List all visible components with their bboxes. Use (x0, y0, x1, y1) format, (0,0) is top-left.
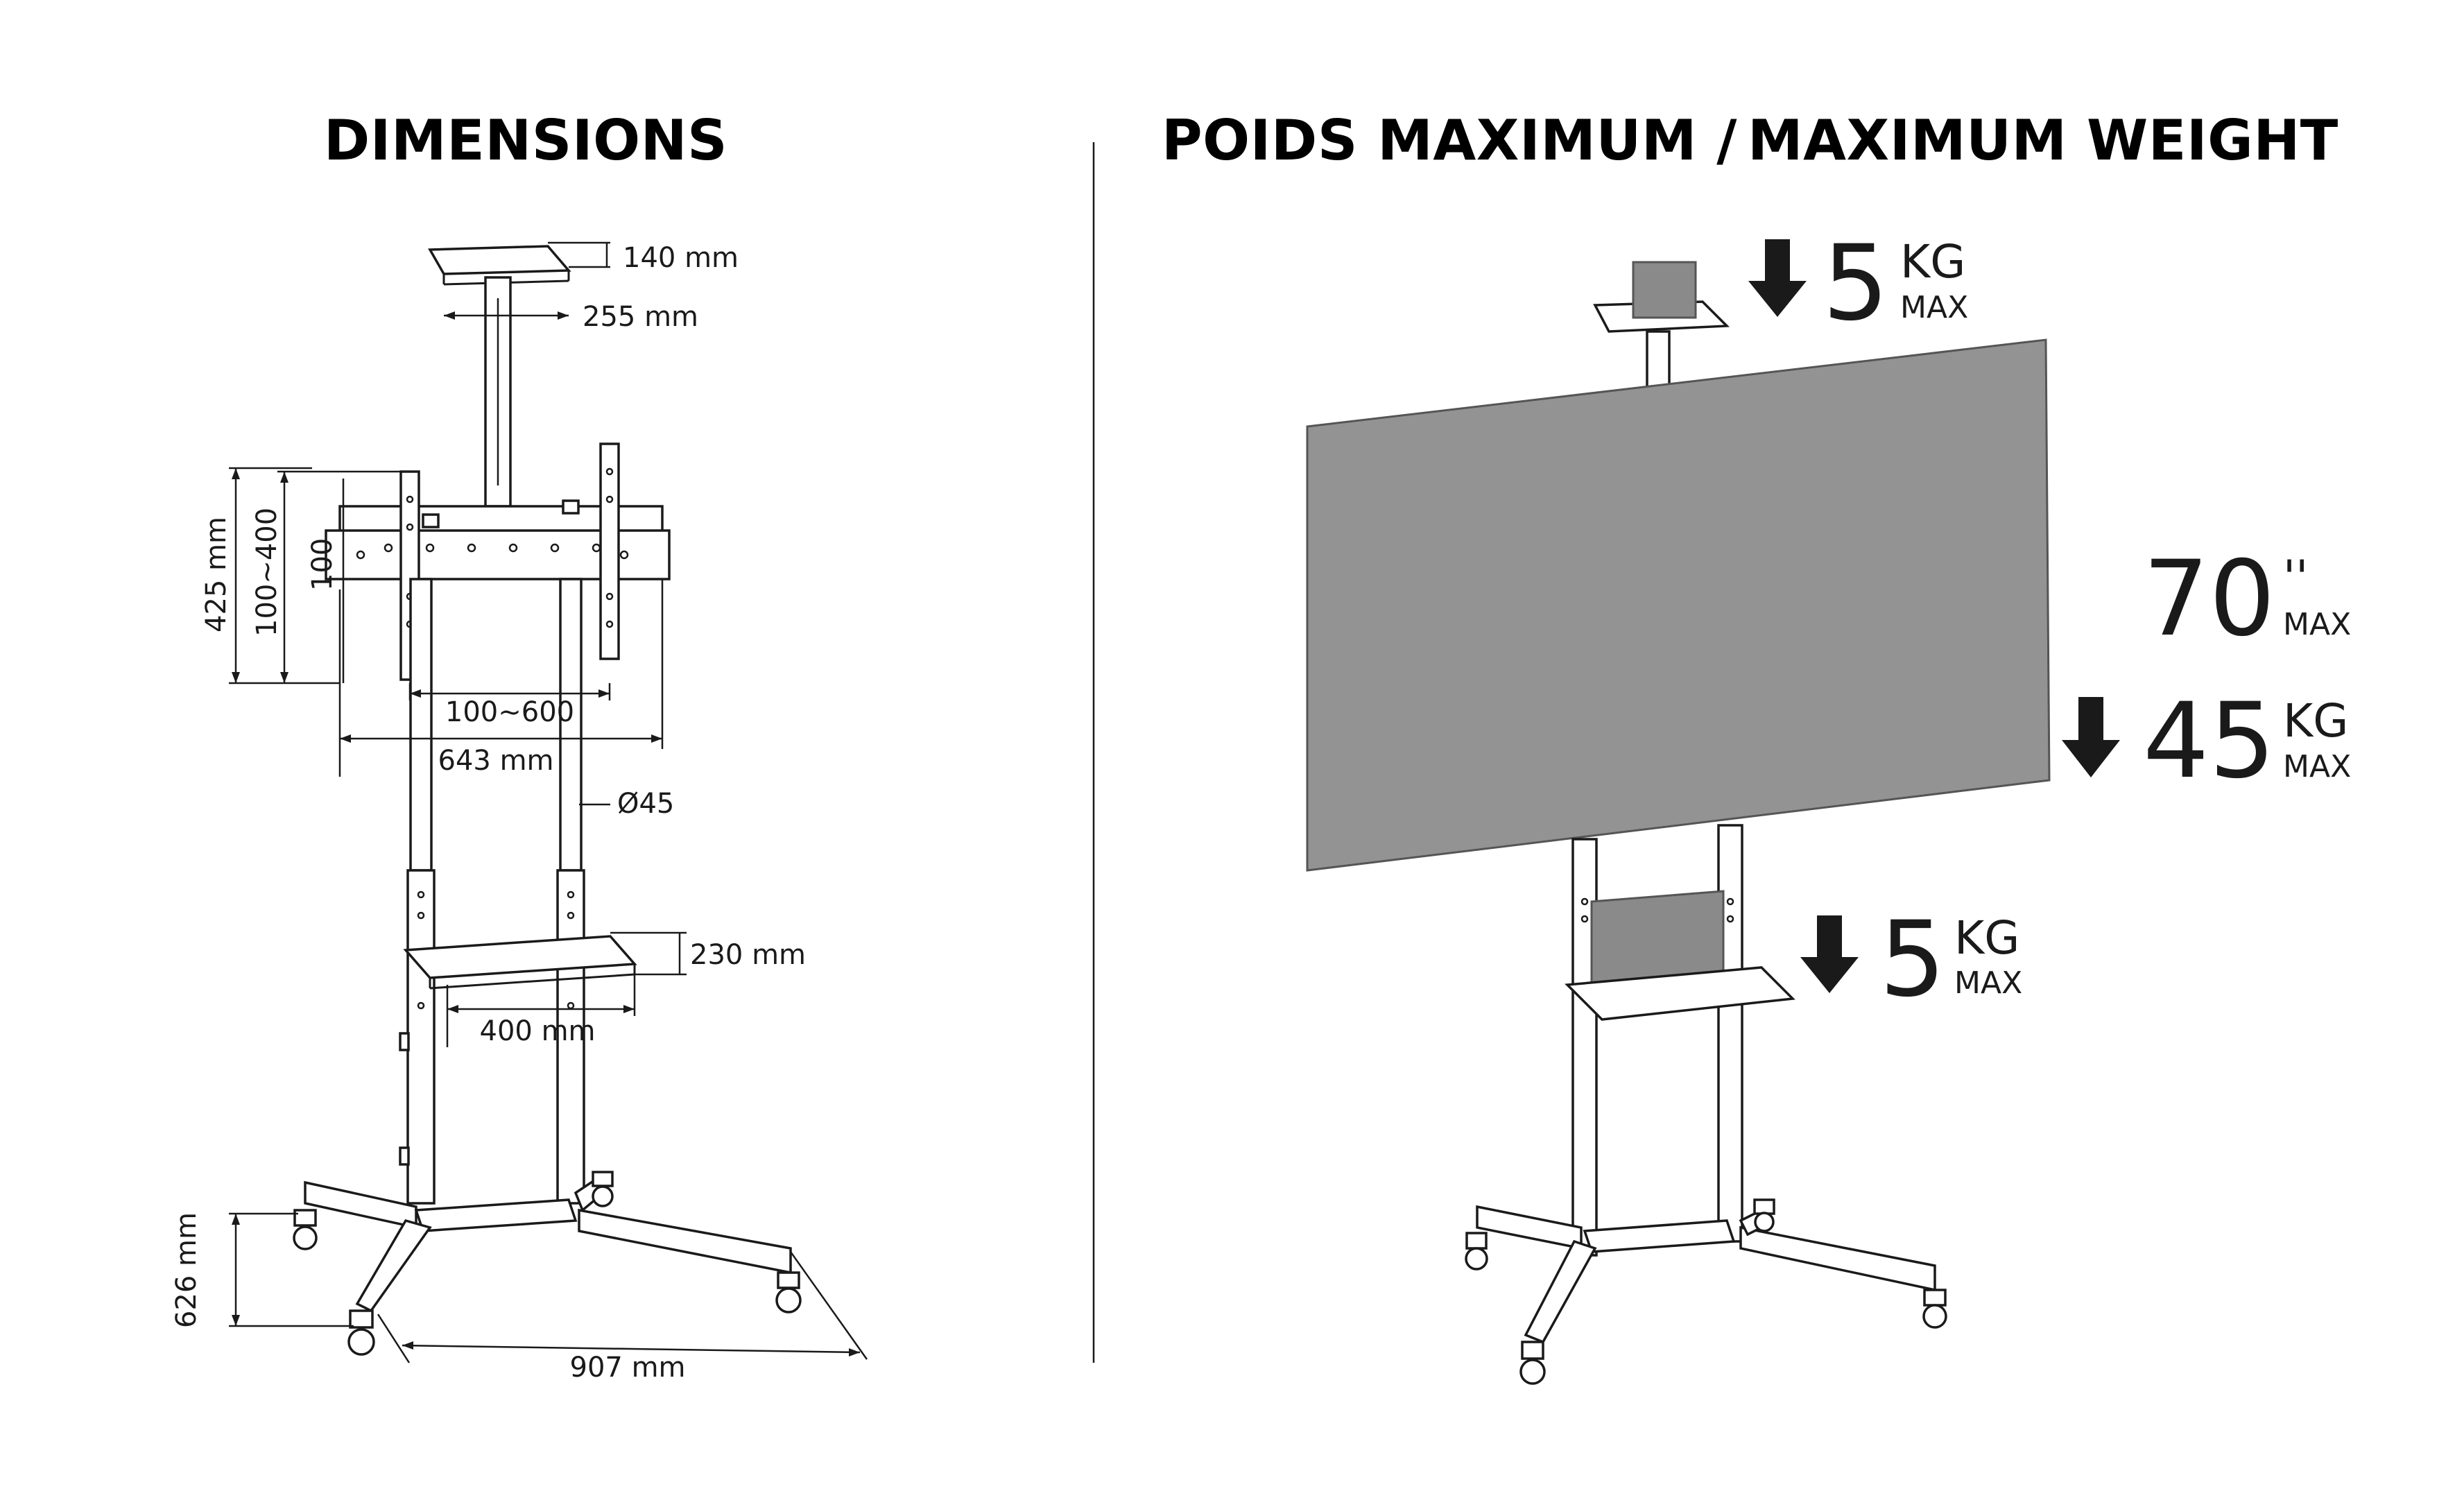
shelf-weight-max: MAX (1954, 965, 2022, 1001)
screen-weight-unit: KG (2283, 694, 2348, 748)
caster-wheels (293, 1171, 802, 1356)
top-weight-max: MAX (1900, 290, 1968, 325)
base-crossbar (414, 1198, 578, 1232)
shelf-weight-unit: KG (1954, 911, 2019, 965)
down-arrow-icon (1800, 915, 1859, 993)
base-leg-rear-left (304, 1180, 417, 1230)
screen-weight-value: 45 (2143, 681, 2275, 802)
top-device-box (1632, 261, 1697, 319)
label-bracket-width: 643 mm (438, 745, 554, 777)
label-top-shelf-width: 255 mm (583, 301, 698, 333)
label-shelf-width: 400 mm (480, 1015, 596, 1047)
stand-line-drawing (293, 245, 802, 1356)
stand-with-tv-drawing (1306, 261, 2051, 1385)
vesa-arm-right (599, 442, 620, 660)
label-base-width: 907 mm (570, 1352, 686, 1384)
label-vesa-vertical-min: 100 (307, 538, 338, 591)
pole-right (1717, 824, 1743, 1243)
label-top-shelf-depth: 140 mm (623, 242, 739, 274)
pole-right-lower (556, 869, 585, 1205)
base-leg-front-right (578, 1208, 792, 1275)
top-shelf (428, 245, 571, 275)
label-base-depth: 626 mm (171, 1212, 203, 1328)
label-vesa-horizontal: 100~600 (445, 696, 574, 728)
label-pole-diameter: Ø45 (617, 788, 674, 820)
screen-weight-max: MAX (2283, 749, 2351, 784)
max-weight-heading-en: MAXIMUM WEIGHT (1748, 108, 2338, 173)
max-weight-heading-fr: POIDS MAXIMUM / (1162, 108, 1737, 173)
middle-shelf (403, 935, 637, 979)
pole-left-lower (406, 869, 436, 1205)
screen-size-value: 70 (2143, 539, 2275, 660)
screen-size-max: MAX (2283, 607, 2351, 642)
down-arrow-icon (1748, 239, 1807, 317)
top-weight-value: 5 (1823, 223, 1888, 344)
dimensions-heading: DIMENSIONS (324, 108, 727, 173)
top-weight-unit: KG (1900, 235, 1965, 289)
screen-size-unit: '' (2283, 551, 2308, 604)
tv-screen (1306, 338, 2051, 872)
pole-left-upper (409, 578, 433, 872)
middle-shelf-loaded (1565, 966, 1795, 1021)
label-bracket-height: 425 mm (200, 517, 232, 632)
label-vesa-vertical: 100~400 (251, 508, 283, 637)
base-crossbar-right (1583, 1219, 1736, 1253)
label-shelf-depth: 230 mm (690, 939, 806, 971)
base-leg-front-left (355, 1219, 432, 1313)
down-arrow-icon (2062, 697, 2120, 777)
caster-wheels-right (1465, 1198, 1947, 1385)
dimension-lines (229, 241, 868, 1363)
shelf-weight-value: 5 (1879, 899, 1945, 1020)
